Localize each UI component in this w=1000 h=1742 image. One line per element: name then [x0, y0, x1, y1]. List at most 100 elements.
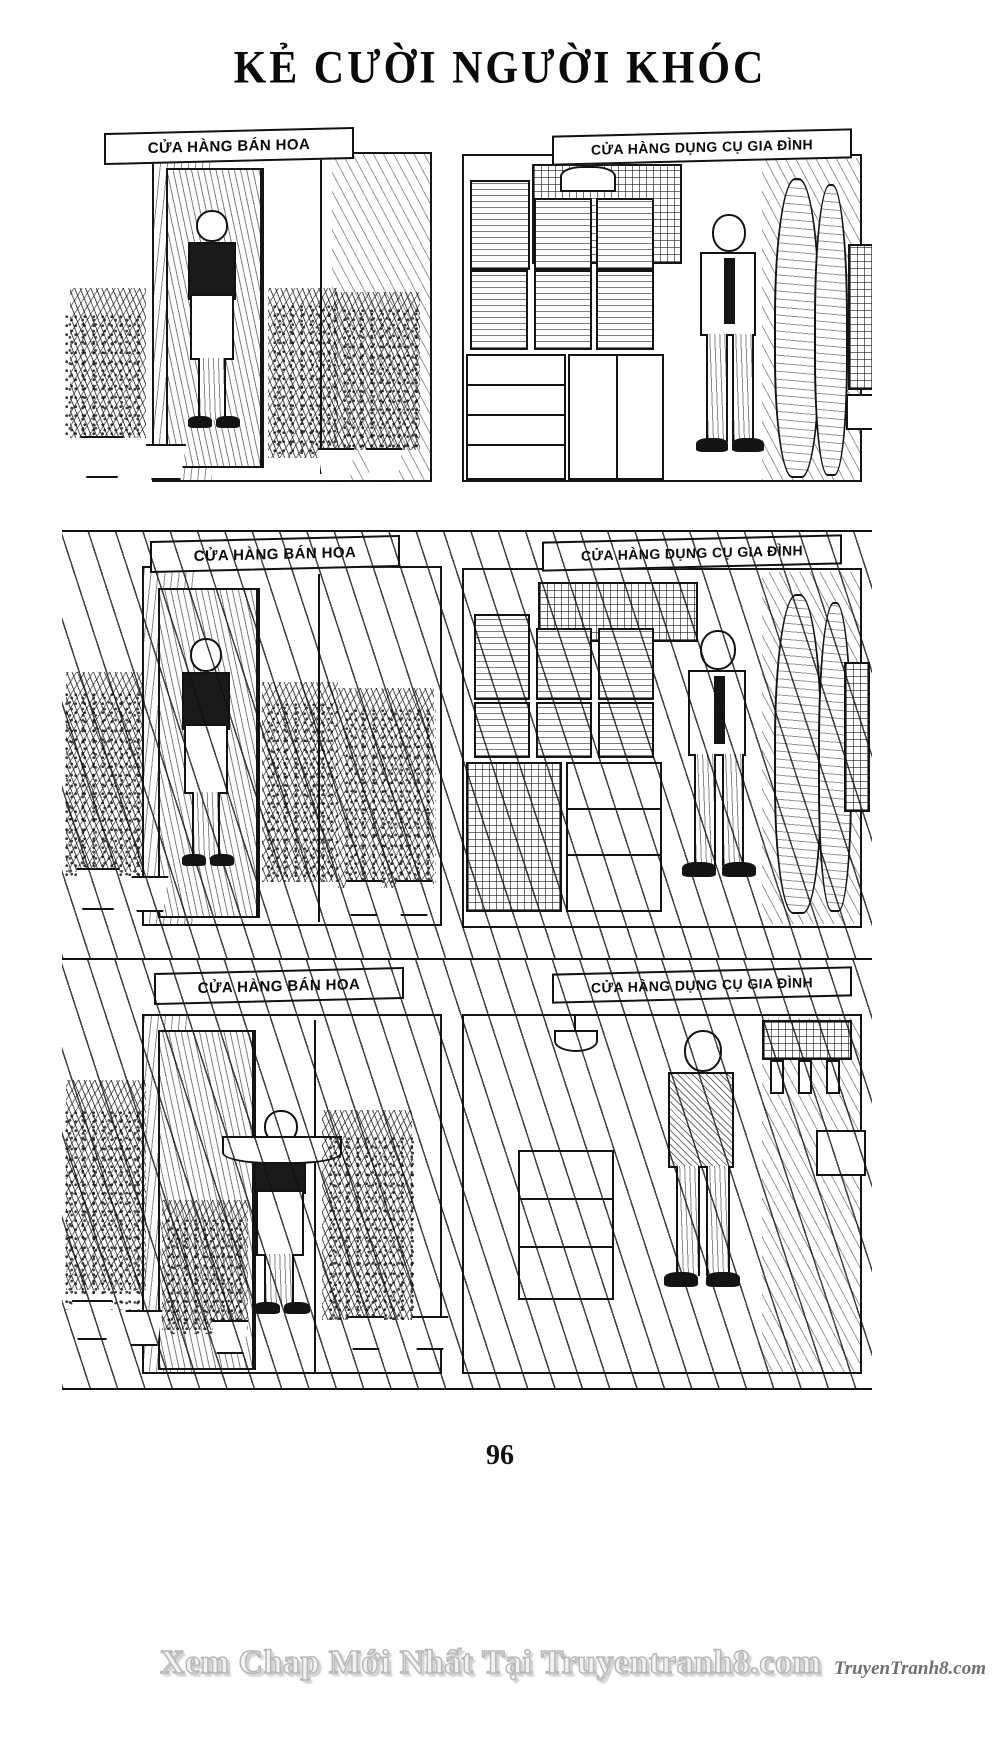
- character-torso: [668, 1072, 734, 1168]
- plant-foliage: [166, 1218, 248, 1334]
- wall-cabinet: [816, 1130, 866, 1176]
- flower-pot: [365, 448, 403, 482]
- flower-pot: [76, 868, 120, 910]
- stacked-goods: [598, 702, 654, 758]
- cabinet: [466, 354, 566, 480]
- character-legs: [264, 1254, 294, 1306]
- character-shoe: [284, 1302, 310, 1314]
- shop-sign-flower-1: CỬA HÀNG BÁN HOA: [104, 126, 354, 166]
- character-legs: [192, 792, 220, 858]
- plant-foliage: [64, 1110, 144, 1310]
- plant-foliage: [342, 308, 422, 448]
- character-shoe: [696, 438, 728, 452]
- stacked-goods: [534, 270, 592, 350]
- sink-unit: [846, 394, 872, 430]
- plant-foliage: [266, 702, 338, 882]
- character-legs: [706, 1166, 730, 1276]
- shelf-line: [568, 808, 660, 810]
- character-legs: [732, 334, 754, 442]
- page-title: KẺ CƯỜI NGƯỜI KHÓC: [233, 42, 767, 94]
- hanging-tool: [798, 1060, 812, 1094]
- drawer-line: [468, 384, 564, 386]
- florist-character-1: [178, 210, 248, 440]
- rolled-mat: [774, 594, 822, 914]
- character-shoe: [722, 862, 756, 877]
- hanging-tool: [826, 1060, 840, 1094]
- florist-character-2: [172, 638, 242, 878]
- footer-watermark-bar: Xem Chap Mới Nhất Tại Truyentranh8.com T…: [0, 1622, 1000, 1742]
- comic-panel-3: CỬA HÀNG BÁN HOA CỬA HÀNG DỤNG CỤ GIA ĐÌ…: [62, 960, 872, 1390]
- rolled-mat: [814, 184, 848, 476]
- footer-watermark-text: Xem Chap Mới Nhất Tại Truyentranh8.com: [159, 1643, 822, 1682]
- door-frame-line: [262, 168, 264, 468]
- character-head: [196, 210, 228, 242]
- hanging-lamp: [554, 1030, 598, 1052]
- stacked-goods: [534, 198, 592, 270]
- stacked-goods: [470, 180, 530, 270]
- rolled-mat: [774, 178, 820, 478]
- wire-rack: [848, 244, 872, 390]
- plant-foliage: [328, 1136, 416, 1324]
- shop-sign-flower-2: CỬA HÀNG BÁN HOA: [150, 534, 400, 574]
- shop-sign-text: CỬA HÀNG BÁN HOA: [147, 135, 311, 157]
- character-legs: [676, 1166, 700, 1276]
- character-head: [712, 214, 746, 252]
- wall-rack: [762, 1020, 852, 1060]
- drawer-line: [468, 414, 564, 416]
- character-apron: [190, 294, 234, 360]
- shopkeeper-character-2: [680, 630, 760, 902]
- character-apron: [184, 724, 228, 794]
- stacked-goods: [598, 628, 654, 700]
- lamp-cord: [574, 1016, 576, 1032]
- character-torso: [188, 242, 236, 300]
- stacked-goods: [474, 614, 530, 700]
- flower-pot: [145, 444, 187, 480]
- shelf-line: [568, 854, 660, 856]
- shelf-line: [520, 1246, 612, 1248]
- character-shoe: [210, 854, 234, 866]
- shop-sign-household-3: CỬA HÀNG DỤNG CỤ GIA ĐÌNH: [552, 966, 852, 1004]
- character-legs: [694, 754, 716, 866]
- shopkeeper-character-1: [692, 214, 768, 476]
- shelf-unit: [518, 1150, 614, 1300]
- character-shoe: [706, 1272, 740, 1287]
- character-shoe: [216, 416, 240, 428]
- stacked-goods: [536, 628, 592, 700]
- cabinet-door-split: [616, 356, 618, 478]
- shop-sign-household-2: CỬA HÀNG DỤNG CỤ GIA ĐÌNH: [542, 534, 842, 572]
- plant-foliage: [64, 692, 140, 878]
- shop-sign-text: CỬA HÀNG BÁN HOA: [193, 543, 357, 565]
- character-torso: [182, 672, 230, 730]
- door-frame-line: [258, 588, 260, 918]
- stacked-goods: [474, 702, 530, 758]
- character-shoe: [254, 1302, 280, 1314]
- character-head: [700, 630, 736, 670]
- character-legs: [198, 358, 226, 420]
- flower-pot: [71, 1300, 113, 1340]
- hanging-tool: [770, 1060, 784, 1094]
- plant-foliage: [64, 314, 144, 440]
- stacked-goods: [536, 702, 592, 758]
- flower-pot: [80, 436, 124, 478]
- pot-lid: [560, 166, 616, 192]
- wire-rack: [844, 662, 870, 812]
- shelf-line: [520, 1198, 612, 1200]
- character-legs: [722, 754, 744, 866]
- shop-sign-flower-3: CỬA HÀNG BÁN HOA: [154, 966, 404, 1006]
- drawer-line: [468, 444, 564, 446]
- stacked-goods: [596, 198, 654, 270]
- plant-foliage: [272, 304, 336, 454]
- character-shoe: [664, 1272, 698, 1287]
- site-logo: TruyenTranh8.com: [833, 1658, 986, 1679]
- character-tie: [724, 258, 735, 324]
- character-tie: [714, 676, 725, 744]
- page-number: 96: [486, 1440, 514, 1471]
- character-shoe: [182, 854, 206, 866]
- shop-sign-text: CỬA HÀNG DỤNG CỤ GIA ĐÌNH: [590, 136, 814, 158]
- comic-panel-1: CỬA HÀNG BÁN HOA: [62, 118, 872, 490]
- shop-sign-text: CỬA HÀNG DỤNG CỤ GIA ĐÌNH: [580, 542, 804, 564]
- character-legs: [706, 334, 728, 442]
- character-shoe: [732, 438, 764, 452]
- plant-foliage: [344, 708, 436, 886]
